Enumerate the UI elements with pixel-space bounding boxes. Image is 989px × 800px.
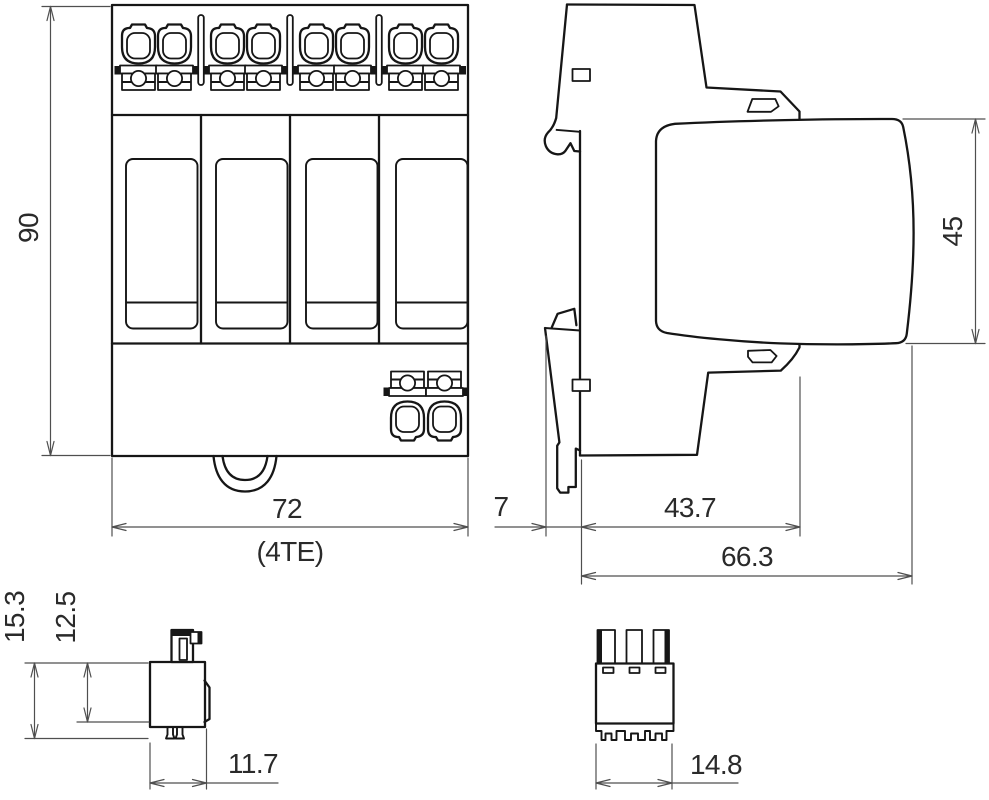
plug-body-side — [148, 660, 207, 729]
rail-hook — [550, 307, 578, 329]
dim-plugfront-width-14-8: 14.8 — [595, 743, 743, 790]
release-latch-slot-top — [746, 98, 780, 113]
dim-label-module-height: 45 — [937, 217, 968, 247]
module-windows — [125, 158, 469, 330]
plug-front-view: 14.8 — [594, 629, 743, 790]
dim-total-depth-66-3: 66.3 — [580, 345, 913, 585]
dim-plug-depth-11-7: 11.7 — [149, 728, 279, 790]
plug-latch — [170, 628, 203, 664]
plug-slots — [602, 666, 667, 674]
release-latch-slot-bottom — [747, 349, 778, 364]
base-profile — [543, 3, 801, 494]
dim-plug-body-12-5: 12.5 — [50, 591, 92, 723]
din-rail-tab — [212, 454, 278, 493]
top-terminals — [114, 23, 466, 91]
plug-side-view: 15.3 12.5 11.7 — [0, 591, 279, 790]
dim-plug-height-15-3: 15.3 — [0, 591, 150, 740]
plug-side-flap — [203, 679, 211, 724]
plug-pins-front — [596, 629, 670, 665]
plug-feet — [595, 723, 675, 741]
dim-width-72: 72 (4TE) — [111, 457, 469, 567]
base-hole-bottom — [571, 378, 591, 392]
dim-module-height-45: 45 — [902, 118, 986, 345]
dim-height-90: 90 — [13, 5, 111, 457]
dim-label-width: 72 — [272, 493, 302, 524]
front-view — [110, 3, 470, 493]
dim-label-total-depth: 66.3 — [721, 541, 773, 572]
plug-pins-side — [165, 727, 185, 740]
bottom-terminals — [383, 370, 469, 442]
side-view — [543, 3, 915, 494]
dim-label-module-depth: 43.7 — [664, 492, 716, 523]
protection-module-profile — [654, 117, 915, 346]
dim-label-plug-depth: 11.7 — [228, 748, 278, 779]
dim-label-plug-body: 12.5 — [50, 591, 81, 643]
dim-label-modules: (4TE) — [256, 536, 323, 567]
rail-foot — [543, 326, 582, 494]
dim-base-depth-7: 7 — [494, 335, 583, 585]
base-hole-top — [571, 68, 591, 82]
dim-label-base-depth: 7 — [494, 491, 509, 522]
dim-label-height: 90 — [13, 213, 44, 243]
dim-label-plugfront-width: 14.8 — [690, 749, 742, 780]
terminal-separators — [197, 14, 383, 86]
dim-label-plug-height: 15.3 — [0, 591, 30, 643]
module-dividers — [199, 113, 381, 345]
dim-module-depth-43-7: 43.7 — [580, 376, 801, 537]
